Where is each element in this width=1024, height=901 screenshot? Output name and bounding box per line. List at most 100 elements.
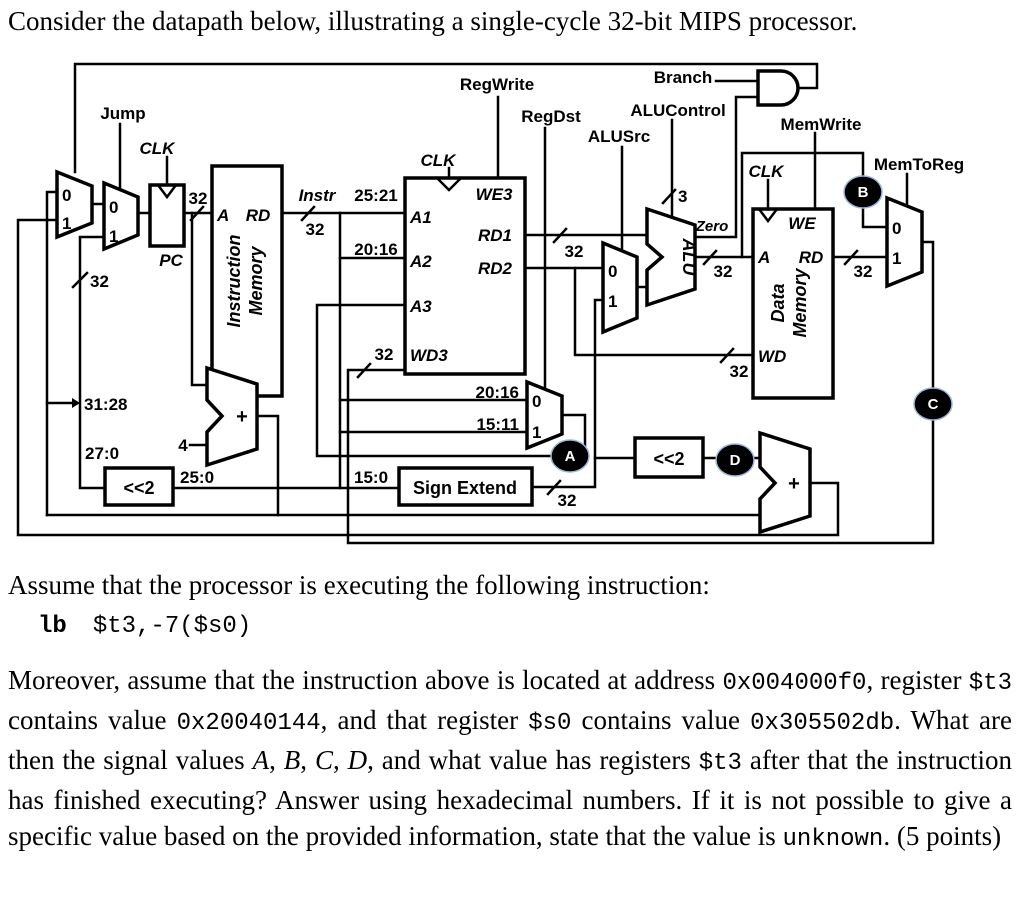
clk-regfile-label: CLK [421,151,458,170]
q-val-t3: 0x20040144 [176,710,321,737]
q-signal-d: D [347,745,368,775]
memtoreg-mux-1: 1 [892,249,901,268]
signal-oval-b [843,175,883,209]
assume-paragraph: Assume that the processor is executing t… [8,570,710,600]
jump-shift-left-2 [103,466,175,507]
q-unknown: unknown [782,826,884,853]
q-signal-c: C [314,745,333,775]
q-signal-b: B [283,745,301,775]
q-reg-s0: $s0 [528,710,572,737]
dmem-wd-port: WD [758,347,786,366]
zero-label: Zero [695,218,729,235]
signal-d-label: D [730,452,741,469]
regfile-rd2-port: RD2 [478,259,513,278]
dmem-rd-bus-width: 32 [854,262,873,281]
q-seg: Moreover, assume that the instruction ab… [8,665,723,695]
instr-bus-width: 32 [306,220,325,239]
wire-jump-target [78,235,107,490]
bits-20-16-regdst: 20:16 [476,383,519,402]
regdst-mux-0: 0 [532,392,541,411]
instruction-code: lb$t3,-7($s0) [38,613,251,640]
datapath-diagram: Jump CLK PC 32 Instr 32 25:21 20:16 A RD… [16,62,964,545]
dmem-a-port: A [757,248,770,267]
q-reg-t3: $t3 [968,670,1012,697]
bits-15-11-regdst: 15:11 [476,415,519,434]
diagram-labels: Jump CLK PC 32 Instr 32 25:21 20:16 A RD… [62,68,964,510]
wire-writereg-to-a3 [315,303,587,458]
q-signal-a: A [252,745,270,775]
q-address: 0x004000f0 [722,670,867,697]
memtoreg-mux [885,195,924,289]
q-seg: , [300,745,315,775]
wire-zero [693,95,760,239]
wire-result-writeback [346,240,935,545]
signal-b-label: B [858,184,869,201]
branch-shl2-label: <<2 [653,449,684,469]
wire-aluresult-bypass [740,151,889,259]
wire-pc-to-adder [190,211,209,387]
branch-label: Branch [654,68,713,87]
regfile-a3-port: A3 [409,297,432,316]
q-seg: , [332,745,348,775]
clk-dmem-label: CLK [749,162,786,181]
wire-pcplus4-to-mux0 [45,190,59,517]
branch-adder-plus: + [788,473,800,495]
aluresult-bus-width: 32 [714,262,733,281]
wire-adder-out [255,414,280,517]
regdst-mux-1: 1 [532,423,541,442]
jump-mux-0: 0 [109,198,118,217]
wire-signimm [530,298,605,489]
dmem-name-1: Data [768,283,788,322]
imem-rd-port: RD [246,206,271,225]
regfile-a1-port: A1 [409,208,432,227]
signal-c-label: C [928,396,939,413]
instruction-memory [210,164,284,398]
alusrc-mux [601,240,639,335]
alusrc-label: ALUSrc [588,127,650,146]
wires [16,62,935,545]
clk-pc-label: CLK [140,139,177,158]
pcplus4-adder-plus: + [236,406,248,428]
bits-20-16: 20:16 [354,240,397,259]
q-seg: contains value [8,705,177,735]
jump-mux-1: 1 [109,227,118,246]
signal-oval-c [913,387,953,421]
bus-width-slashes [71,188,859,496]
signal-a-label: A [565,448,576,465]
dmem-name-2: Memory [790,268,810,338]
wd3-bus-width: 32 [375,345,394,364]
pc-bus-width: 32 [189,189,208,208]
branch-shift-left-2 [633,436,705,479]
branch-and-gate [756,69,800,107]
dmem-wd-bus-width: 32 [730,362,749,381]
imem-name-1: Instruction [224,234,244,327]
pcsrc-mux-1: 1 [62,214,71,233]
jump-bus-width: 32 [90,272,109,291]
rd1-bus-width: 32 [565,242,584,261]
alusrc-mux-0: 0 [608,262,617,281]
bits-25-0: 25:0 [180,468,214,487]
bits-25-21: 25:21 [354,186,397,205]
pc-clock-triangle-icon [156,183,178,200]
alucontrol-label: ALUControl [630,101,725,120]
question-paragraph: Moreover, assume that the instruction ab… [8,662,1012,858]
memwrite-label: MemWrite [781,115,862,134]
alucontrol-width: 3 [678,187,687,206]
q-seg: , register [866,665,969,695]
jump-shl2-label: <<2 [123,478,154,498]
jump-label: Jump [100,104,145,123]
signimm-bus-width: 32 [558,491,577,510]
q-reg-t3b: $t3 [698,750,742,777]
memtoreg-label: MemToReg [874,155,964,174]
bits-31-28: 31:28 [84,395,127,414]
instruction-opcode: lb [38,613,67,640]
pc-register [148,183,186,248]
regfile-clock-triangle-icon [435,176,463,192]
dmem-rd-port: RD [799,248,824,267]
signal-oval-d [715,443,755,477]
instr-label: Instr [299,186,337,205]
q-seg: , and what value has registers [367,745,699,775]
bits-15-0: 15:0 [354,468,388,487]
sign-extend-label: Sign Extend [413,478,517,498]
wire-rd2-to-wd [573,266,755,357]
